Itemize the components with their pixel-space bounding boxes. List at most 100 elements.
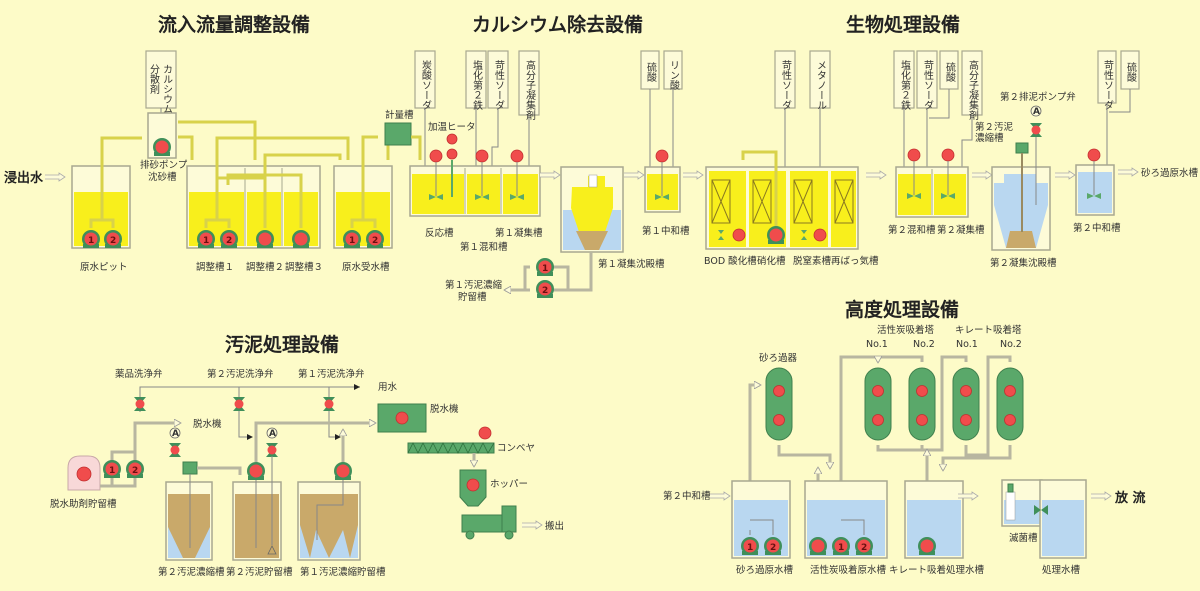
advanced-section: 砂ろ過器 活性炭吸着塔 キレート吸着塔 No.1 No.2 No.1 No.2 bbox=[663, 324, 1146, 576]
pump-icon bbox=[918, 537, 936, 555]
indicator bbox=[916, 385, 928, 397]
flow-arrow bbox=[1117, 167, 1139, 177]
pump-number: 2 bbox=[110, 236, 116, 246]
flow-arrow bbox=[1090, 491, 1112, 501]
valve-icon bbox=[233, 397, 245, 411]
source-label: 浸出水 bbox=[4, 170, 44, 186]
sludge bbox=[576, 231, 608, 250]
feed-line bbox=[961, 115, 973, 180]
sludge bbox=[300, 494, 358, 558]
pipe bbox=[839, 357, 924, 530]
level-sensor-icon bbox=[267, 545, 277, 555]
chemical-label: カルシウム bbox=[161, 64, 173, 114]
adjust-tank-3-label: 調整槽３ bbox=[285, 261, 323, 273]
carbon-raw-tank-label: 活性炭吸着原水槽 bbox=[810, 564, 887, 576]
flow-arrow bbox=[623, 170, 645, 180]
wash-line bbox=[328, 387, 341, 440]
wash-valve-2-label: 第２汚泥洗浄弁 bbox=[207, 368, 274, 380]
chelate-no1-label: No.1 bbox=[956, 339, 978, 350]
chemical-label: 苛性ソーダ bbox=[1102, 59, 1114, 110]
valve-a-label: A bbox=[269, 429, 276, 439]
pump-number: 2 bbox=[226, 236, 232, 246]
pump-icon bbox=[256, 230, 274, 248]
pipe bbox=[263, 153, 342, 228]
settler-2-label: 第２凝集沈殿槽 bbox=[990, 257, 1057, 269]
pipe bbox=[254, 423, 375, 462]
floc-tank-1-label: 第１凝集槽 bbox=[495, 227, 543, 239]
service-water-label: 用水 bbox=[378, 381, 398, 393]
chemical-label: 硫酸 bbox=[944, 61, 956, 83]
chemical-label: 苛性ソーダ bbox=[493, 59, 505, 110]
indicator bbox=[872, 385, 884, 397]
dump-truck-icon bbox=[461, 505, 517, 540]
settler-1-label: 第１凝集沈殿槽 bbox=[598, 258, 665, 270]
mixer-motor-icon bbox=[655, 149, 669, 163]
chemical-label: 高分子凝集剤 bbox=[524, 59, 536, 121]
motor-icon bbox=[466, 478, 480, 492]
pipe bbox=[749, 519, 774, 535]
disinfect-label: 滅菌槽 bbox=[1009, 532, 1038, 544]
media-frames bbox=[711, 179, 854, 224]
sand-filter-label: 砂ろ過器 bbox=[759, 352, 798, 364]
chemical-label: リン酸 bbox=[668, 60, 680, 91]
indicator bbox=[960, 385, 972, 397]
section-title-calcium: カルシウム除去設備 bbox=[472, 13, 643, 36]
pipe bbox=[89, 136, 142, 228]
pump-number: 1 bbox=[203, 236, 209, 246]
raw-pit-label: 原水ピット bbox=[80, 261, 128, 273]
chelate-tower-2 bbox=[996, 367, 1024, 441]
pump-icon bbox=[809, 537, 827, 555]
pipe bbox=[178, 120, 257, 160]
indicator bbox=[773, 385, 785, 397]
pump-number: 2 bbox=[132, 466, 138, 476]
indicator bbox=[872, 414, 884, 426]
carbon-tower-label: 活性炭吸着塔 bbox=[877, 324, 935, 336]
chemical-label: 炭酸ソーダ bbox=[420, 60, 432, 110]
meter-tank-label: 計量槽 bbox=[385, 109, 414, 121]
adjust-tank-1-label: 調整槽１ bbox=[196, 261, 234, 273]
pipe bbox=[350, 135, 378, 228]
bio-section: 苛性ソーダ メタノール 塩化第２鉄 苛性ソーダ 硫酸 高分子凝集剤 苛性ソーダ … bbox=[704, 50, 1199, 269]
indicator bbox=[1004, 414, 1016, 426]
neutral-tank-1-label: 第１中和槽 bbox=[642, 225, 690, 237]
to-sand-tank-label: 砂ろ過原水槽 bbox=[1141, 167, 1199, 179]
chemical-label: 硫酸 bbox=[645, 61, 657, 83]
reaction-tank-label: 反応槽 bbox=[425, 227, 454, 239]
motor-icon bbox=[395, 411, 409, 425]
arrow bbox=[354, 384, 360, 390]
flow-arrow bbox=[521, 520, 543, 530]
calcium-section: 炭酸ソーダ 塩化第２鉄 苛性ソーダ 高分子凝集剤 硫酸 リン酸 加温ヒータ bbox=[409, 50, 704, 303]
pump-icon bbox=[247, 462, 265, 480]
chemical-label: 苛性ソーダ bbox=[780, 59, 792, 110]
thickstore-1-label: 第１汚泥濃縮貯留槽 bbox=[300, 566, 386, 578]
pump-number: 1 bbox=[109, 466, 115, 476]
denitrif-tank-label: 脱窒素槽 bbox=[793, 255, 832, 267]
chem-wash-valve-label: 薬品洗浄弁 bbox=[115, 368, 163, 380]
sludge-valve-box bbox=[1015, 142, 1029, 154]
heater-label: 加温ヒータ bbox=[428, 122, 476, 133]
flow-arrow bbox=[865, 170, 887, 180]
indicator bbox=[1004, 385, 1016, 397]
hopper-label: ホッパー bbox=[490, 479, 528, 490]
sand-tank-label: 沈砂槽 bbox=[148, 171, 177, 183]
blower-icon bbox=[813, 228, 827, 242]
pump-number: 1 bbox=[542, 264, 548, 274]
pipe bbox=[943, 445, 1012, 470]
section-title-sludge: 汚泥処理設備 bbox=[225, 333, 339, 356]
chemical-box-calcium-dispersant bbox=[145, 50, 177, 109]
sludge-store-1-label: 第１汚泥濃縮 bbox=[445, 279, 502, 291]
store-2-label: 第２汚泥貯留槽 bbox=[226, 566, 293, 578]
liquid bbox=[412, 174, 464, 214]
pump-valve-2-label: 第２排泥ポンプ弁 bbox=[1000, 91, 1076, 103]
sludge-section: 薬品洗浄弁 第２汚泥洗浄弁 第１汚泥洗浄弁 用水 脱水機 1 2 脱水助剤貯留槽… bbox=[50, 368, 564, 578]
valve-a-icon bbox=[169, 427, 181, 439]
neutral-tank-2-label: 第２中和槽 bbox=[1073, 222, 1121, 234]
chemical-label: 苛性ソーダ bbox=[922, 59, 934, 110]
thick-2-label: 第２汚泥濃縮槽 bbox=[158, 566, 225, 578]
liquid bbox=[467, 174, 500, 214]
pipe bbox=[178, 135, 194, 160]
chemical-label: 硫酸 bbox=[1125, 61, 1137, 83]
section-title-advanced: 高度処理設備 bbox=[845, 298, 959, 321]
